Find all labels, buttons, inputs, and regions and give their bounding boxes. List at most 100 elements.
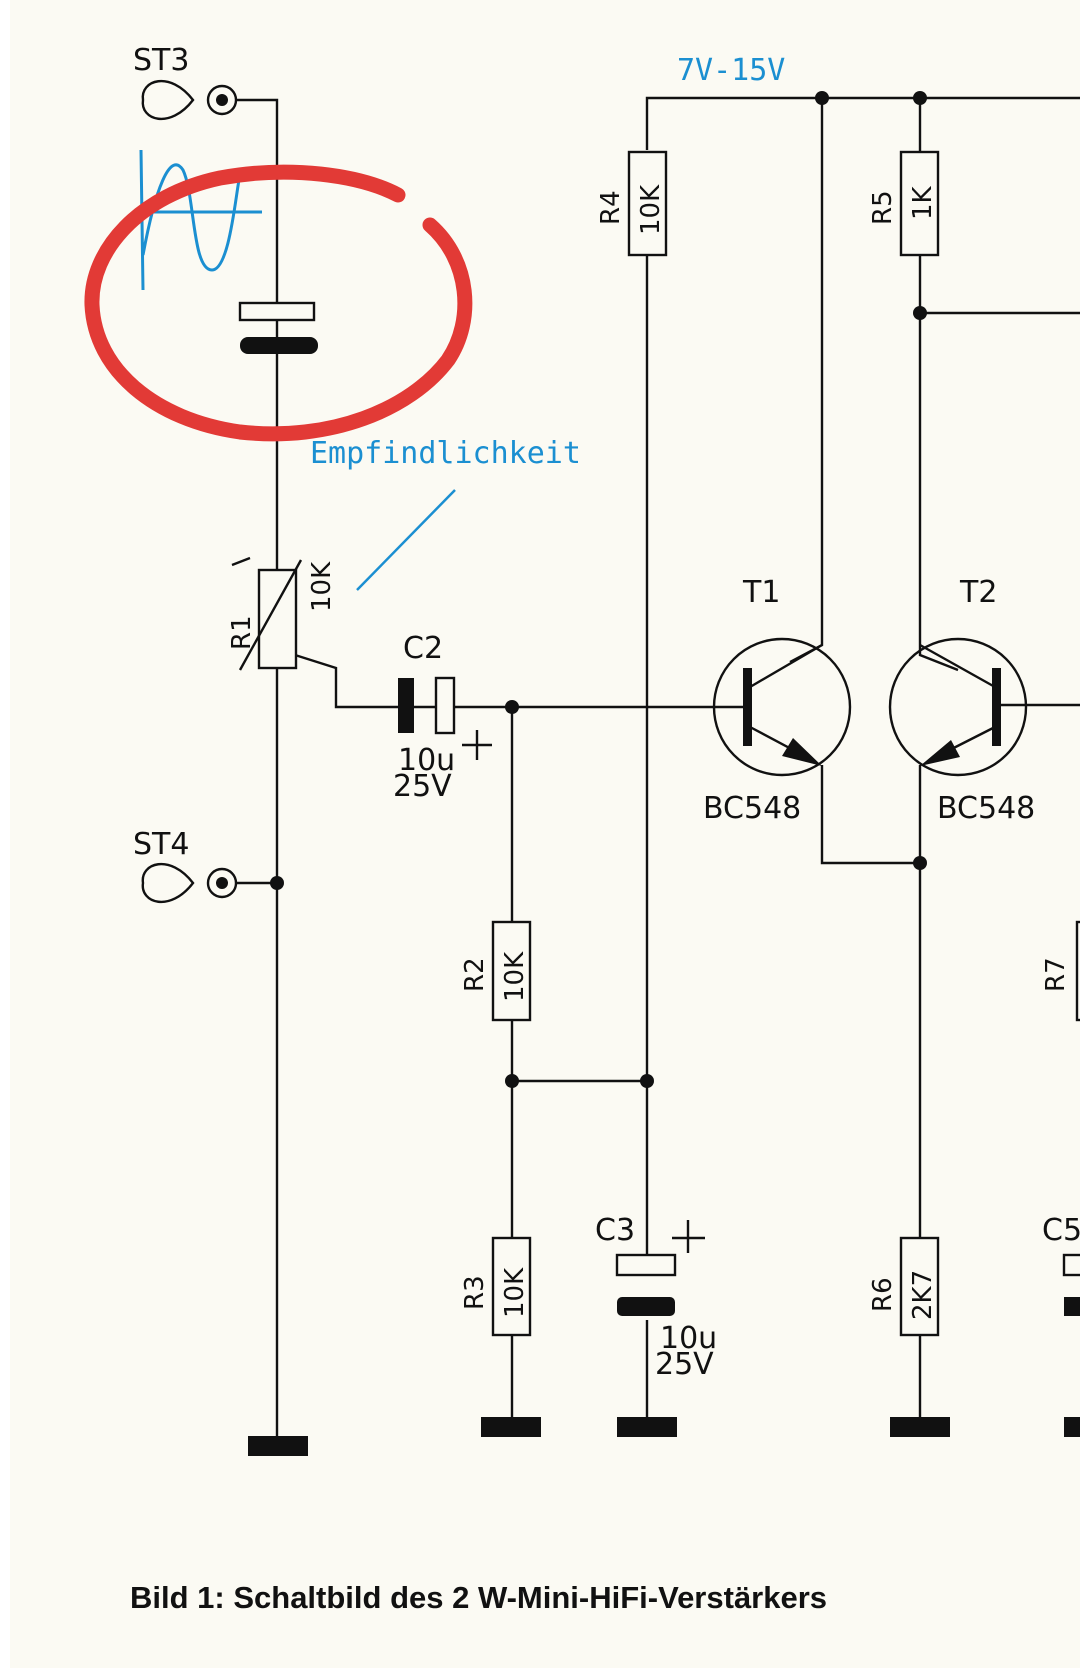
capacitor-plate-filled (240, 337, 318, 354)
r6-body (899, 1236, 940, 1337)
wire-supply-rail (645, 96, 1080, 150)
ground-bar (1064, 1417, 1080, 1437)
r6-name: R6 (868, 1277, 898, 1312)
t1-name: T1 (742, 575, 780, 610)
r4-name: R4 (596, 190, 626, 225)
r4-resistor: R4 10K (596, 150, 668, 257)
t1-transistor: T1 BC548 (703, 575, 852, 826)
st3-label: ST3 (133, 43, 189, 78)
ground-bar (890, 1417, 950, 1437)
terminal-ring (206, 867, 238, 899)
r7-resistor-partial: R7 (1041, 920, 1080, 1022)
c3-plus-sign (672, 1220, 705, 1253)
c2-capacitor: C2 10u 25V (393, 631, 492, 804)
r1-value: 10K (307, 561, 337, 612)
c3-name: C3 (595, 1213, 635, 1248)
t2-emitter-arrow (920, 740, 960, 766)
c3-value-1: 10u (660, 1321, 717, 1356)
t1-base-bar (743, 668, 752, 746)
connector-st4: ST4 (133, 827, 238, 903)
st4-label: ST4 (133, 827, 189, 862)
t1-envelope (712, 637, 852, 777)
junction (815, 91, 829, 105)
c5-name: C5 (1042, 1213, 1080, 1248)
r5-value: 1K (908, 185, 938, 220)
sensitivity-pointer-line (356, 489, 456, 591)
junction (505, 1074, 519, 1088)
solder-lug (141, 80, 195, 120)
junction (270, 876, 284, 890)
ground-bar (617, 1417, 677, 1437)
t2-type: BC548 (937, 791, 1035, 826)
ground-bar (248, 1436, 308, 1456)
t2-envelope (888, 637, 1028, 777)
c3-capacitor: C3 10u 25V (595, 1213, 717, 1382)
r7-name: R7 (1041, 957, 1071, 992)
solder-lug (141, 863, 195, 903)
t2-transistor: T2 BC548 (888, 575, 1035, 826)
paper-background (10, 0, 1080, 1668)
t2-leads (919, 643, 996, 762)
c2-name: C2 (403, 631, 443, 666)
r3-name: R3 (460, 1275, 490, 1310)
wires (235, 96, 1080, 1436)
c2-value-1: 10u (398, 743, 455, 778)
junction (913, 91, 927, 105)
r5-body (899, 150, 940, 257)
r2-name: R2 (460, 957, 490, 992)
ground-symbols (248, 1417, 1080, 1456)
junction (505, 700, 519, 714)
highlighted-capacitor (238, 301, 318, 354)
sensitivity-annotation: Empfindlichkeit (310, 436, 581, 471)
r3-resistor: R3 10K (460, 1236, 532, 1337)
r5-resistor: R5 1K (868, 150, 940, 257)
wire-input-rail-top (235, 98, 279, 570)
wire-t1-emitter (820, 765, 920, 865)
r2-value: 10K (500, 951, 530, 1002)
c5-capacitor-partial: C5 (1042, 1213, 1080, 1316)
r1-trim-arrow (231, 556, 303, 671)
c2-value-2: 25V (393, 769, 452, 804)
red-highlight-circle (84, 164, 473, 442)
capacitor-plate-open (238, 301, 316, 322)
r4-value: 10K (636, 184, 666, 235)
voltage-annotation: 7V-15V (677, 53, 785, 88)
connector-st3: ST3 (133, 43, 238, 120)
wire-r5-t2-collector (918, 255, 959, 672)
r2-body (491, 920, 532, 1022)
ground-bar (481, 1417, 541, 1437)
r1-potentiometer: R1 10K (227, 556, 337, 671)
r1-name: R1 (227, 615, 257, 650)
r1-body (257, 568, 298, 670)
t2-name: T2 (959, 575, 997, 610)
t1-type: BC548 (703, 791, 801, 826)
junction (913, 306, 927, 320)
terminal-pin (216, 94, 228, 106)
junction (913, 856, 927, 870)
r3-value: 10K (500, 1267, 530, 1318)
r7-body (1075, 920, 1080, 1022)
c3-plate-filled (617, 1297, 675, 1316)
figure-caption: Bild 1: Schaltbild des 2 W-Mini-HiFi-Ver… (130, 1580, 827, 1615)
r4-body (627, 150, 668, 257)
c2-plate-open (434, 676, 456, 735)
r6-value: 2K7 (908, 1270, 938, 1320)
r6-resistor: R6 2K7 (868, 1236, 940, 1337)
t1-emitter-arrow (782, 738, 822, 766)
terminal-pin (216, 877, 228, 889)
r5-name: R5 (868, 190, 898, 225)
junction (640, 1074, 654, 1088)
wire-t1-collector (789, 98, 824, 664)
c5-plate-filled (1064, 1297, 1080, 1316)
r2-resistor: R2 10K (460, 920, 532, 1022)
c2-plus-sign (462, 730, 492, 760)
r3-body (491, 1236, 532, 1337)
c3-plate-open (615, 1253, 677, 1277)
terminal-ring (206, 84, 238, 116)
junction-dots (270, 91, 927, 1088)
c5-plate-open (1062, 1253, 1080, 1277)
t2-base-bar (992, 668, 1001, 746)
wire-wiper-c2 (294, 653, 398, 709)
